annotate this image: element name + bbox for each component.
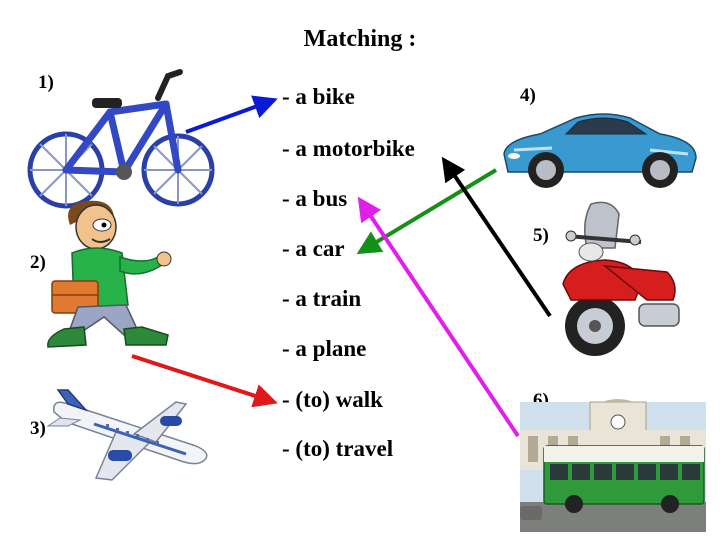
- picture-number-4: 4): [520, 85, 536, 106]
- picture-number-3: 3): [30, 418, 46, 439]
- picture-number-5: 5): [533, 225, 549, 246]
- picture-number-2: 2): [30, 252, 46, 273]
- word-bus[interactable]: - a bus: [282, 186, 348, 211]
- bus-icon[interactable]: [520, 399, 706, 532]
- arrow-bus: [357, 196, 520, 438]
- word-car[interactable]: - a car: [282, 236, 345, 261]
- word-travel[interactable]: - (to) travel: [282, 436, 394, 461]
- bicycle-icon[interactable]: [18, 62, 218, 212]
- word-bike[interactable]: - a bike: [282, 84, 355, 109]
- airplane-icon[interactable]: [46, 388, 216, 488]
- car-icon[interactable]: [500, 100, 700, 192]
- walking-man-icon[interactable]: [40, 195, 210, 355]
- page-title: Matching :: [303, 26, 417, 52]
- picture-number-1: 1): [38, 72, 54, 93]
- motorbike-icon[interactable]: [555, 200, 685, 365]
- word-walk[interactable]: - (to) walk: [282, 387, 383, 412]
- word-motorbike[interactable]: - a motorbike: [282, 136, 415, 161]
- word-train[interactable]: - a train: [282, 286, 362, 311]
- arrow-car: [356, 168, 498, 255]
- word-plane[interactable]: - a plane: [282, 336, 367, 361]
